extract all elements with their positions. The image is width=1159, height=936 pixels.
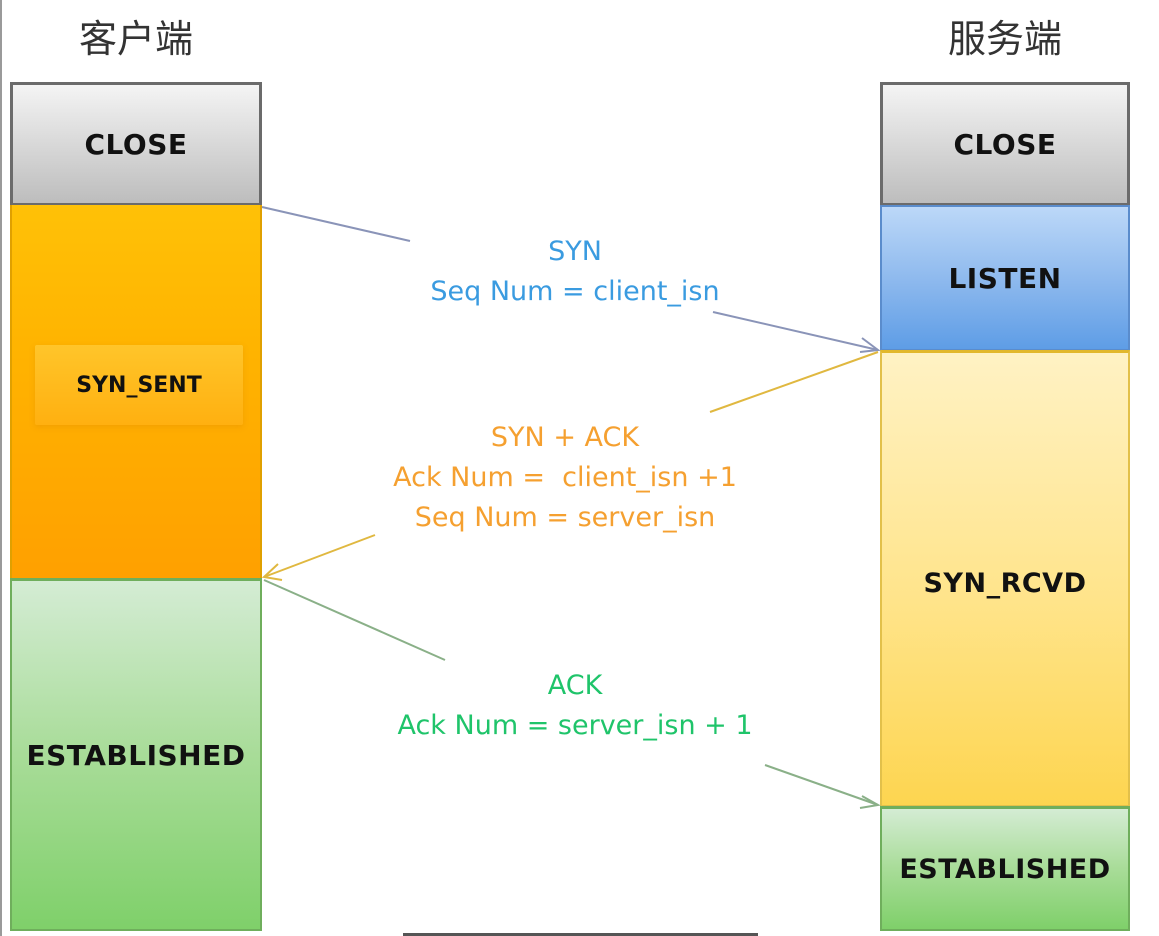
ack-arrow-tail xyxy=(263,579,446,661)
server-state-close: CLOSE xyxy=(880,82,1130,206)
ack-arrow xyxy=(263,579,881,809)
server-title: 服务端 xyxy=(947,17,1062,61)
syn-arrow-head-line xyxy=(712,311,879,351)
server-state-syn-rcvd: SYN_RCVD xyxy=(880,350,1130,807)
bottom-divider xyxy=(403,933,758,936)
syn-sent-label-box: SYN_SENT xyxy=(35,345,243,425)
server-state-listen: LISTEN xyxy=(880,205,1130,351)
syn-ack-arrow xyxy=(261,351,879,581)
ack-message-type: ACK xyxy=(547,670,603,701)
syn-ack-message-ack: Ack Num = client_isn +1 xyxy=(393,462,737,493)
client-title: 客户端 xyxy=(78,17,193,61)
syn-ack-arrow-head-line xyxy=(263,534,376,578)
client-state-close: CLOSE xyxy=(10,82,262,206)
state-label: CLOSE xyxy=(84,127,188,161)
syn-ack-message-seq: Seq Num = server_isn xyxy=(414,502,716,533)
state-label: ESTABLISHED xyxy=(26,738,246,772)
ack-arrow-head-line xyxy=(764,764,879,806)
syn-arrowhead-icon xyxy=(859,337,881,353)
client-state-established: ESTABLISHED xyxy=(10,578,262,931)
syn-ack-arrowhead-icon xyxy=(261,563,283,581)
state-label: ESTABLISHED xyxy=(899,853,1111,885)
server-state-established: ESTABLISHED xyxy=(880,806,1130,931)
syn-arrow-tail xyxy=(261,206,411,242)
syn-ack-arrow-tail xyxy=(709,351,879,413)
state-label: SYN_SENT xyxy=(76,372,202,398)
ack-message: ACK Ack Num = server_isn + 1 xyxy=(330,666,820,746)
syn-ack-message: SYN + ACK Ack Num = client_isn +1 Seq Nu… xyxy=(300,418,830,538)
state-label: LISTEN xyxy=(948,261,1062,295)
syn-arrow xyxy=(261,206,881,353)
ack-message-ack: Ack Num = server_isn + 1 xyxy=(397,710,753,741)
ack-arrowhead-icon xyxy=(859,795,881,809)
state-label: CLOSE xyxy=(953,127,1057,161)
syn-message-type: SYN xyxy=(548,236,602,267)
state-label: SYN_RCVD xyxy=(923,568,1087,599)
left-border xyxy=(0,0,2,936)
syn-ack-message-type: SYN + ACK xyxy=(490,422,640,453)
syn-message-seq: Seq Num = client_isn xyxy=(430,276,720,307)
syn-message: SYN Seq Num = client_isn xyxy=(330,232,820,312)
